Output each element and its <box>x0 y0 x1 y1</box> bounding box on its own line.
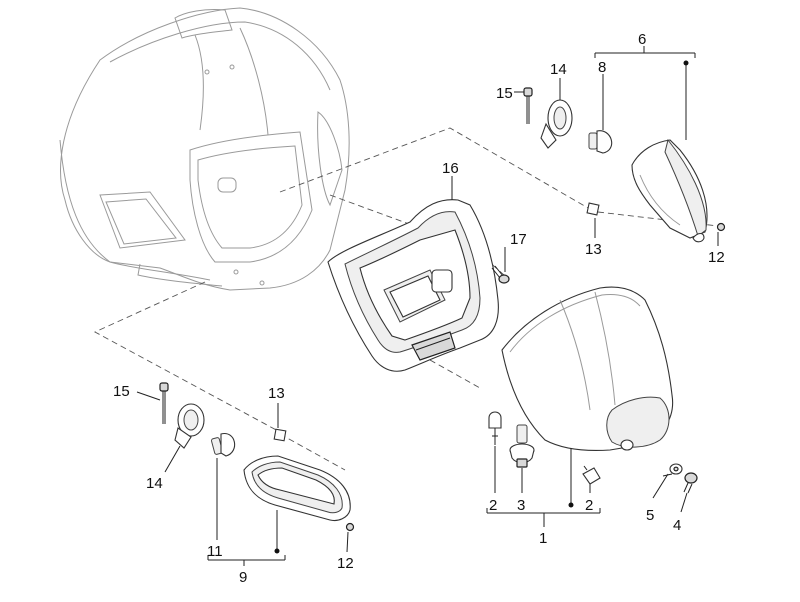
label-13-left: 13 <box>268 385 285 402</box>
label-3: 3 <box>517 497 525 514</box>
lamp-holder-part-14a <box>540 99 573 149</box>
indicator-lens-part-1 <box>501 286 674 452</box>
label-13-right: 13 <box>585 241 602 258</box>
label-15-left: 15 <box>113 383 130 400</box>
pin-part-15b <box>159 382 169 424</box>
small-bulb-part-2a <box>488 411 502 445</box>
label-12-right: 12 <box>708 249 725 266</box>
small-bulb-part-2b <box>582 465 601 485</box>
label-8: 8 <box>598 59 606 76</box>
label-17: 17 <box>510 231 527 248</box>
leader-lines <box>136 46 719 566</box>
label-5: 5 <box>646 507 654 524</box>
pin-part-15a <box>523 87 533 124</box>
label-4: 4 <box>673 517 681 534</box>
right-indicator-part-6 <box>631 138 708 243</box>
lamp-holder-part-14b <box>174 403 205 449</box>
screw-part-17 <box>491 265 510 284</box>
label-14-top: 14 <box>550 61 567 78</box>
label-11: 11 <box>207 543 223 560</box>
tail-light-frame-part-16 <box>327 199 499 372</box>
label-2-right: 2 <box>585 497 593 514</box>
label-9: 9 <box>239 569 247 586</box>
label-2-left: 2 <box>489 497 497 514</box>
bulb-part-11 <box>211 433 236 457</box>
part-number-labels: 6 8 14 15 16 17 13 12 15 13 14 2 3 2 5 4… <box>113 31 725 586</box>
label-16: 16 <box>442 160 459 177</box>
clip-part-13a <box>586 202 600 216</box>
washer-part-5 <box>669 463 683 475</box>
bulb-socket-part-3 <box>509 424 535 468</box>
label-1: 1 <box>539 530 547 547</box>
clip-part-13b <box>273 428 287 442</box>
label-15-top: 15 <box>496 85 513 102</box>
screw-part-12a <box>716 222 726 232</box>
scooter-rear-body <box>59 7 350 291</box>
bulb-part-8 <box>588 130 613 154</box>
label-6: 6 <box>638 31 646 48</box>
left-indicator-part-9 <box>243 455 351 522</box>
label-14-left: 14 <box>146 475 163 492</box>
screw-part-12b <box>345 522 355 532</box>
screw-part-4 <box>683 472 698 494</box>
label-12-left: 12 <box>337 555 354 572</box>
